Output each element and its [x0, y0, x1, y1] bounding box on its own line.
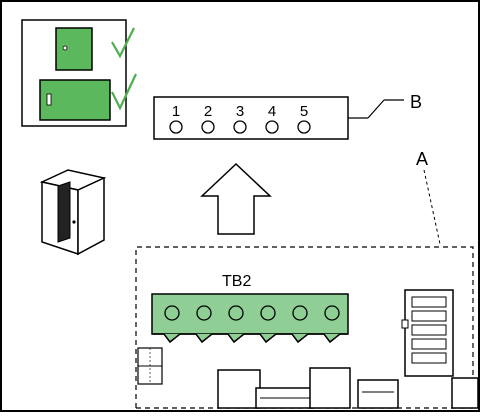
pin-number-label: 5 — [300, 103, 308, 120]
connector-label: B — [410, 92, 422, 112]
pin-hole — [233, 120, 247, 134]
connector-b: 1 2 3 4 5 B — [153, 92, 422, 140]
pin-hole — [201, 120, 215, 134]
board-label: A — [416, 149, 428, 169]
terminal-screw — [196, 305, 212, 321]
pin-number-label: 1 — [172, 103, 180, 120]
pin-number-label: 2 — [204, 103, 212, 120]
check-mark-icon — [111, 27, 135, 59]
board-outline — [135, 246, 474, 408]
bottom-components — [217, 367, 479, 409]
pin-hole — [265, 120, 279, 134]
device-inset — [21, 19, 137, 127]
terminal-screw — [292, 305, 308, 321]
terminal-screw — [324, 305, 340, 321]
pin-hole — [297, 120, 311, 134]
small-green-device — [55, 27, 93, 71]
stacked-component — [401, 289, 454, 377]
terminal-block-tb2 — [151, 293, 349, 344]
pin-hole — [169, 120, 183, 134]
pin-number-label: 3 — [236, 103, 244, 120]
pin-number-label: 4 — [268, 103, 276, 120]
large-green-device — [39, 79, 111, 121]
board-leader-line — [423, 169, 441, 245]
check-mark-icon — [111, 73, 137, 111]
board-a: A TB2 — [135, 149, 479, 409]
terminal-screw — [164, 305, 180, 321]
terminal-screw — [260, 305, 276, 321]
up-arrow-icon — [200, 162, 272, 235]
terminal-screw — [228, 305, 244, 321]
small-left-component — [137, 347, 163, 385]
connector-body — [153, 96, 349, 140]
cabinet-icon — [39, 169, 107, 256]
terminal-block-label: TB2 — [222, 273, 251, 290]
